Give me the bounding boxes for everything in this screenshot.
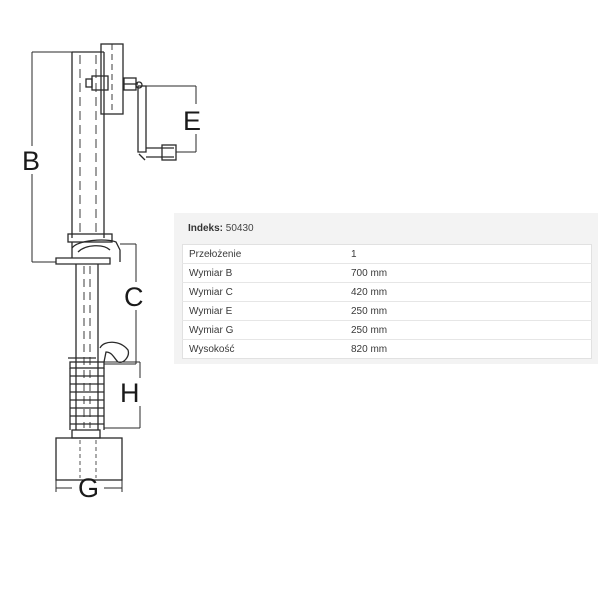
table-row: Wymiar E 250 mm bbox=[182, 301, 592, 321]
spec-key: Przełożenie bbox=[189, 248, 242, 260]
threaded-spindle bbox=[69, 368, 105, 430]
index-label: Indeks: bbox=[188, 223, 224, 234]
mounting-bracket bbox=[55, 233, 121, 265]
table-row: Wysokość 820 mm bbox=[182, 339, 592, 359]
product-index: Indeks: 50430 bbox=[188, 223, 590, 235]
table-row: Przełożenie 1 bbox=[183, 245, 592, 264]
spec-table: Przełożenie 1 Wymiar B 700 mm Wymiar C 4… bbox=[182, 244, 592, 359]
index-value: 50430 bbox=[225, 223, 254, 234]
base-plate bbox=[55, 429, 123, 481]
spec-key: Wysokość bbox=[182, 339, 345, 359]
spec-value: 700 mm bbox=[345, 263, 592, 283]
inner-tube bbox=[75, 264, 99, 430]
crank-handle bbox=[135, 81, 177, 161]
gear-housing bbox=[85, 43, 138, 115]
table-row: Wymiar C 420 mm bbox=[182, 282, 592, 302]
spec-key: Wymiar G bbox=[182, 320, 345, 340]
outer-tube bbox=[71, 51, 105, 238]
dimension-label-e: E bbox=[183, 106, 201, 136]
spec-value: 820 mm bbox=[345, 339, 592, 359]
dimension-lines bbox=[31, 51, 197, 492]
dimension-label-g: G bbox=[78, 473, 99, 503]
dimension-label-c: C bbox=[124, 282, 144, 312]
spec-value: 1 bbox=[351, 248, 357, 260]
table-row: Wymiar G 250 mm bbox=[182, 320, 592, 340]
spec-panel: Indeks: 50430 Przełożenie 1 Wymiar B 700… bbox=[174, 213, 598, 364]
foot-clamp bbox=[68, 341, 130, 369]
spec-key: Wymiar E bbox=[182, 301, 345, 321]
spec-value: 420 mm bbox=[345, 282, 592, 302]
table-row: Wymiar B 700 mm bbox=[182, 263, 592, 283]
spec-key: Wymiar B bbox=[182, 263, 345, 283]
dimension-label-b: B bbox=[22, 146, 40, 176]
dimension-label-h: H bbox=[120, 378, 140, 408]
spec-key: Wymiar C bbox=[182, 282, 345, 302]
spec-value: 250 mm bbox=[345, 301, 592, 321]
spec-value: 250 mm bbox=[345, 320, 592, 340]
